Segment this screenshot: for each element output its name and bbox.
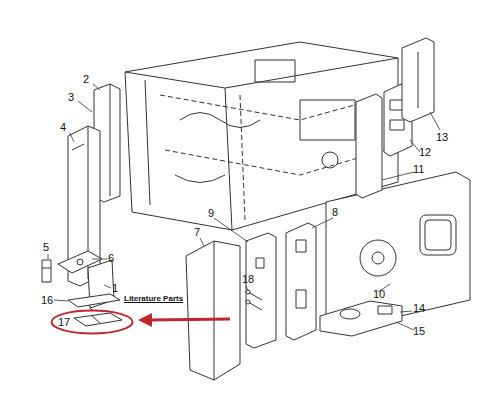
- callout-number: 9: [208, 207, 214, 219]
- callout-number: 7: [194, 226, 200, 238]
- callout-number: 16: [41, 294, 53, 306]
- literature-label: Literature Parts: [124, 294, 183, 304]
- callout-number: 12: [419, 146, 431, 158]
- callout-number: 4: [60, 121, 66, 133]
- callout-number: 3: [68, 91, 74, 103]
- callout-number: 2: [83, 73, 89, 85]
- callout-number: 8: [332, 206, 338, 218]
- callout-number: 10: [373, 288, 385, 300]
- callout-number: 14: [413, 302, 425, 314]
- callout-number: 6: [108, 252, 114, 264]
- highlight-ellipse: 17: [50, 309, 134, 335]
- callout-number: 15: [413, 325, 425, 337]
- highlight-arrow: [138, 313, 230, 327]
- callout-number: 13: [436, 131, 448, 143]
- callout-number: 5: [43, 241, 49, 253]
- callout-number: 18: [242, 273, 254, 285]
- callout-number: 11: [413, 163, 424, 175]
- callout-number: 17: [58, 316, 134, 328]
- callout-number: 1: [112, 282, 118, 294]
